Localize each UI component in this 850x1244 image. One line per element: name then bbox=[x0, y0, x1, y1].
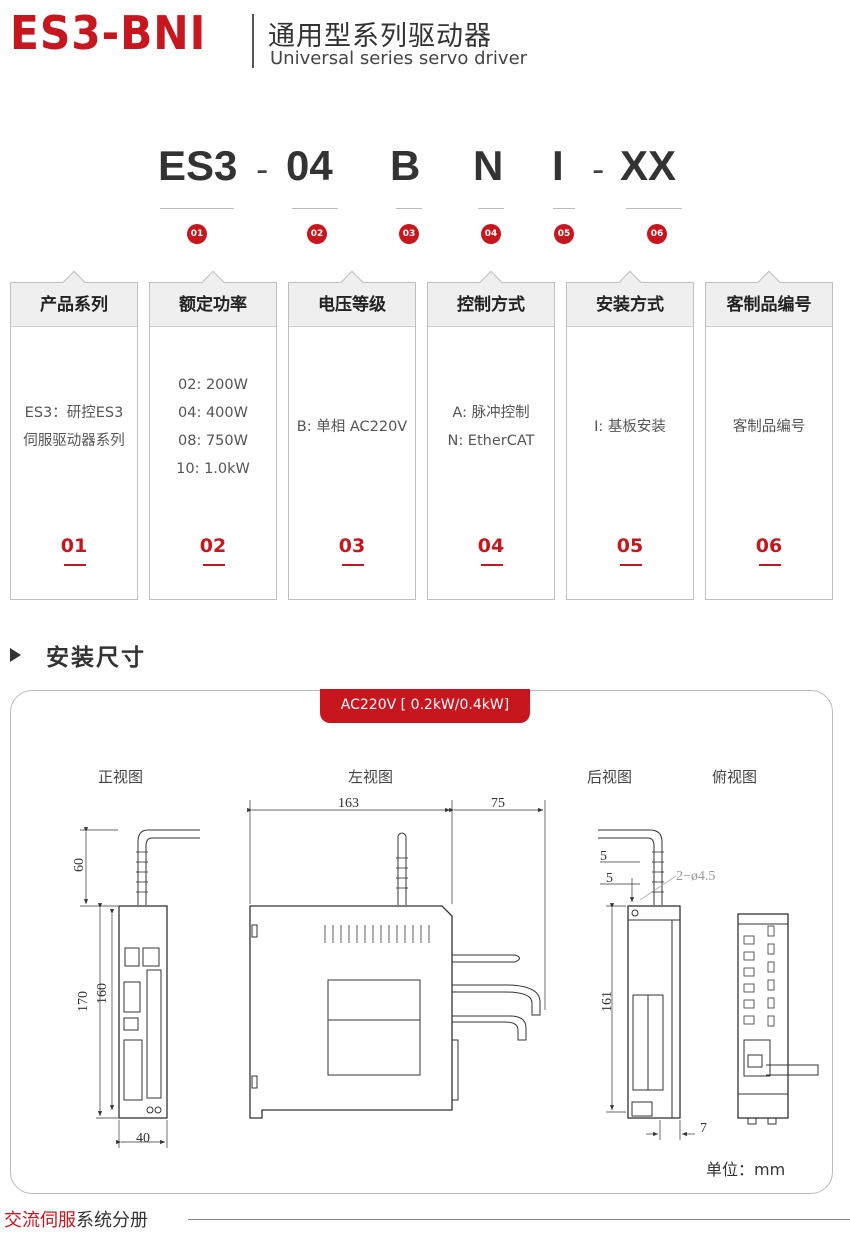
card-mount: 安装方式 I: 基板安装 05 bbox=[566, 270, 694, 600]
card-number: 01 bbox=[60, 535, 88, 557]
card-title: 客制品编号 bbox=[706, 283, 832, 327]
header-title-en: Universal series servo driver bbox=[270, 48, 528, 69]
code-mount: I bbox=[552, 142, 564, 189]
label-front-view: 正视图 bbox=[98, 768, 144, 786]
rear-view bbox=[598, 829, 695, 1140]
dim-rear-bottom: 7 bbox=[700, 1121, 707, 1136]
marker-04: 04 bbox=[481, 224, 501, 244]
label-rear-view: 后视图 bbox=[587, 768, 633, 786]
card-body: 客制品编号 bbox=[732, 419, 806, 435]
dim-left-cable: 75 bbox=[491, 796, 505, 811]
dim-front-height: 170 bbox=[76, 991, 91, 1012]
marker-03: 03 bbox=[399, 224, 419, 244]
card-number: 06 bbox=[755, 535, 783, 557]
code-underline-1 bbox=[160, 208, 234, 209]
card-title: 控制方式 bbox=[428, 283, 554, 327]
label-left-view: 左视图 bbox=[348, 768, 394, 786]
top-view bbox=[737, 913, 819, 1125]
dim-rear-holes: 2−ø4.5 bbox=[676, 869, 715, 884]
code-dash-1: - bbox=[256, 150, 269, 190]
triangle-bullet-icon bbox=[10, 648, 21, 662]
section-title: 安装尺寸 bbox=[46, 645, 146, 671]
card-title: 额定功率 bbox=[150, 283, 276, 327]
dim-front-inner: 160 bbox=[95, 983, 110, 1004]
card-title: 安装方式 bbox=[567, 283, 693, 327]
dim-front-width: 40 bbox=[136, 1131, 150, 1146]
card-number: 03 bbox=[338, 535, 366, 557]
header-title-cn: 通用型系列驱动器 bbox=[268, 21, 492, 52]
front-view bbox=[80, 827, 200, 1148]
marker-02: 02 bbox=[307, 224, 327, 244]
code-underline-4 bbox=[478, 208, 504, 209]
footer-title-black: 系统分册 bbox=[76, 1210, 148, 1231]
card-number: 05 bbox=[616, 535, 644, 557]
card-body: A: 脉冲控制 N: EtherCAT bbox=[447, 405, 535, 449]
card-title: 电压等级 bbox=[289, 283, 415, 327]
card-body: ES3：研控ES3 伺服驱动器系列 bbox=[23, 405, 125, 449]
code-series: ES3 bbox=[158, 142, 238, 189]
card-body: I: 基板安装 bbox=[594, 419, 666, 435]
dim-rear-a: 5 bbox=[600, 849, 607, 864]
card-power: 额定功率 02: 200W 04: 400W 08: 750W 10: 1.0k… bbox=[149, 270, 277, 600]
code-underline-2 bbox=[292, 208, 338, 209]
code-dash-2: - bbox=[592, 150, 605, 190]
card-number: 02 bbox=[199, 535, 227, 557]
card-title: 产品系列 bbox=[11, 283, 137, 327]
footer-rule bbox=[188, 1219, 850, 1220]
dim-rear-b: 5 bbox=[606, 871, 613, 886]
code-underline-6 bbox=[626, 208, 682, 209]
voltage-tag: AC220V [ 0.2kW/0.4kW] bbox=[320, 689, 530, 723]
dim-front-top: 60 bbox=[72, 858, 87, 872]
brand-logo: ES3-BNI bbox=[10, 6, 207, 60]
card-control: 控制方式 A: 脉冲控制 N: EtherCAT 04 bbox=[427, 270, 555, 600]
footer-title: 交流伺服系统分册 bbox=[4, 1206, 148, 1232]
left-view bbox=[247, 800, 546, 1119]
header-divider bbox=[252, 14, 254, 68]
code-control: N bbox=[473, 142, 504, 189]
code-voltage: B bbox=[390, 142, 421, 189]
card-custom: 客制品编号 客制品编号 06 bbox=[705, 270, 833, 600]
dim-rear-height: 161 bbox=[600, 991, 615, 1012]
card-body: 02: 200W 04: 400W 08: 750W 10: 1.0kW bbox=[176, 377, 250, 477]
card-body: B: 单相 AC220V bbox=[296, 419, 408, 435]
code-power: 04 bbox=[286, 142, 333, 189]
label-top-view: 俯视图 bbox=[712, 768, 758, 786]
unit-label: 单位：mm bbox=[706, 1160, 786, 1179]
code-underline-3 bbox=[396, 208, 422, 209]
card-series: 产品系列 ES3：研控ES3 伺服驱动器系列 01 bbox=[10, 270, 138, 600]
card-number: 04 bbox=[477, 535, 505, 557]
card-voltage: 电压等级 B: 单相 AC220V 03 bbox=[288, 270, 416, 600]
marker-06: 06 bbox=[647, 224, 667, 244]
code-custom: XX bbox=[620, 142, 677, 189]
footer-title-red: 交流伺服 bbox=[4, 1210, 76, 1231]
dim-left-depth: 163 bbox=[338, 796, 359, 811]
marker-05: 05 bbox=[554, 224, 574, 244]
code-underline-5 bbox=[553, 208, 575, 209]
marker-01: 01 bbox=[187, 224, 207, 244]
